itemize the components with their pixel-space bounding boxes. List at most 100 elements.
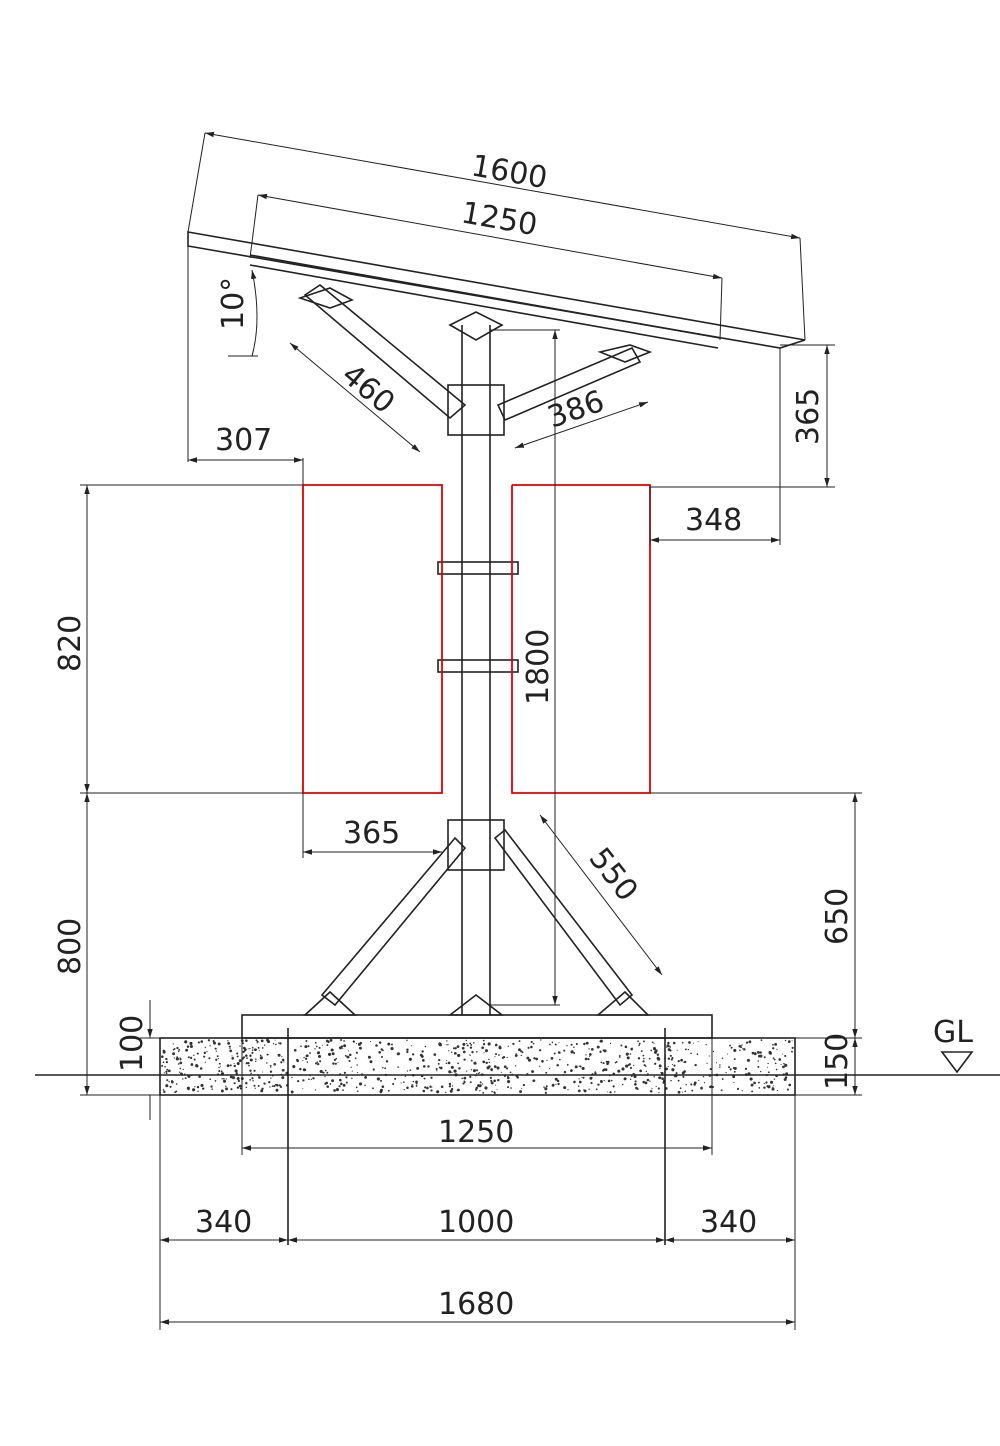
concrete-speckle (297, 1080, 300, 1083)
concrete-speckle (624, 1045, 628, 1049)
concrete-speckle (488, 1065, 491, 1068)
concrete-speckle (273, 1085, 276, 1088)
concrete-speckle (449, 1089, 453, 1093)
concrete-speckle (229, 1049, 233, 1053)
concrete-speckle (184, 1077, 187, 1080)
concrete-speckle (681, 1071, 685, 1075)
concrete-speckle (186, 1045, 190, 1048)
concrete-speckle (515, 1054, 518, 1057)
concrete-speckle (202, 1087, 205, 1090)
concrete-speckle (532, 1042, 535, 1045)
concrete-speckle (326, 1071, 329, 1074)
concrete-speckle (585, 1041, 589, 1045)
concrete-speckle (453, 1069, 457, 1073)
concrete-speckle (760, 1039, 763, 1041)
concrete-speckle (773, 1058, 776, 1061)
concrete-speckle (227, 1041, 231, 1045)
concrete-speckle (479, 1090, 481, 1092)
concrete-speckle (658, 1076, 662, 1080)
concrete-speckle (273, 1062, 276, 1066)
clearance-zones (302, 484, 651, 794)
concrete-speckle (164, 1065, 166, 1068)
concrete-speckle (173, 1057, 176, 1059)
concrete-speckle (355, 1051, 358, 1054)
concrete-speckle (709, 1085, 712, 1089)
concrete-speckle (588, 1048, 590, 1050)
concrete-speckle (318, 1046, 321, 1049)
concrete-speckle (757, 1060, 759, 1062)
concrete-speckle (461, 1077, 463, 1080)
concrete-speckle (423, 1065, 426, 1068)
concrete-speckle (445, 1062, 448, 1065)
concrete-speckle (427, 1065, 430, 1068)
concrete-speckle (422, 1089, 426, 1093)
concrete-speckle (279, 1085, 282, 1088)
concrete-speckle (772, 1047, 775, 1050)
concrete-speckle (406, 1050, 409, 1054)
concrete-speckle (746, 1058, 750, 1062)
concrete-speckle (225, 1085, 227, 1088)
dim-upper-left-brace: 460 (335, 357, 401, 421)
concrete-speckle (200, 1083, 204, 1087)
concrete-speckle (540, 1039, 542, 1041)
concrete-speckle (209, 1045, 211, 1047)
concrete-speckle (642, 1080, 645, 1084)
concrete-speckle (165, 1070, 168, 1073)
concrete-speckle (483, 1052, 485, 1054)
concrete-speckle (666, 1044, 670, 1048)
concrete-speckle (415, 1080, 418, 1084)
concrete-speckle (478, 1071, 481, 1074)
concrete-speckle (269, 1064, 272, 1067)
concrete-speckle (369, 1060, 373, 1064)
concrete-speckle (275, 1043, 277, 1046)
concrete-speckle (376, 1077, 380, 1081)
concrete-speckle (381, 1085, 385, 1088)
concrete-speckle (279, 1042, 282, 1045)
concrete-speckle (178, 1048, 181, 1051)
concrete-speckle (520, 1054, 523, 1057)
concrete-speckle (736, 1087, 740, 1090)
concrete-speckle (633, 1075, 637, 1079)
concrete-speckle (179, 1067, 182, 1070)
concrete-speckle (676, 1049, 678, 1051)
concrete-speckle (470, 1059, 473, 1062)
concrete-speckle (470, 1069, 473, 1071)
concrete-speckle (773, 1078, 776, 1080)
concrete-speckle (308, 1078, 310, 1081)
concrete-speckle (256, 1042, 258, 1044)
concrete-speckle (649, 1080, 651, 1082)
concrete-speckle (603, 1079, 605, 1082)
concrete-speckle (448, 1082, 452, 1086)
concrete-speckle (416, 1066, 420, 1070)
concrete-speckle (733, 1058, 736, 1060)
concrete-speckle (169, 1085, 172, 1088)
concrete-speckle (472, 1041, 475, 1044)
concrete-speckle (776, 1089, 779, 1092)
concrete-speckle (545, 1085, 548, 1088)
concrete-speckle (645, 1065, 647, 1067)
concrete-speckle (745, 1041, 749, 1044)
concrete-speckle (344, 1054, 347, 1057)
concrete-speckle (788, 1083, 792, 1087)
concrete-speckle (326, 1044, 329, 1047)
concrete-speckle (556, 1064, 559, 1067)
concrete-speckle (657, 1087, 660, 1090)
concrete-speckle (642, 1054, 645, 1057)
concrete-speckle (439, 1066, 443, 1070)
concrete-speckle (741, 1090, 743, 1092)
concrete-speckle (406, 1039, 408, 1042)
concrete-speckle (559, 1058, 561, 1061)
concrete-speckle (782, 1065, 785, 1069)
concrete-speckle (753, 1081, 756, 1085)
concrete-speckle (251, 1077, 254, 1080)
concrete-speckle (299, 1067, 302, 1071)
concrete-speckle (259, 1056, 263, 1060)
concrete-speckle (594, 1070, 596, 1073)
concrete-speckle (274, 1039, 276, 1041)
dim-lower-offset: 365 (343, 816, 400, 851)
concrete-speckle (314, 1041, 317, 1044)
concrete-speckle (355, 1042, 357, 1045)
concrete-speckle (340, 1045, 344, 1048)
concrete-speckle (182, 1068, 184, 1070)
concrete-speckle (390, 1046, 394, 1051)
